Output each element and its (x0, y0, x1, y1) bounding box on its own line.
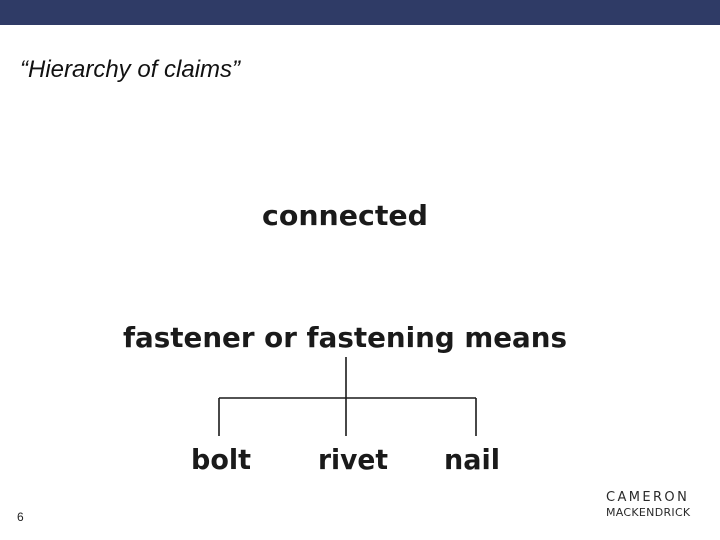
company-logo: CAMERON MACKENDRICK (606, 490, 696, 520)
node-leaf-nail: nail (444, 443, 500, 476)
node-root: connected (262, 199, 428, 232)
slide-number: 6 (17, 510, 24, 524)
node-leaf-rivet: rivet (318, 443, 388, 476)
node-leaf-bolt: bolt (191, 443, 251, 476)
slide-title: “Hierarchy of claims” (20, 56, 241, 83)
logo-line-2: MACKENDRICK (606, 506, 691, 519)
logo-line-1: CAMERON (606, 490, 690, 505)
node-middle: fastener or fastening means (123, 321, 567, 354)
header-bar (0, 0, 720, 25)
